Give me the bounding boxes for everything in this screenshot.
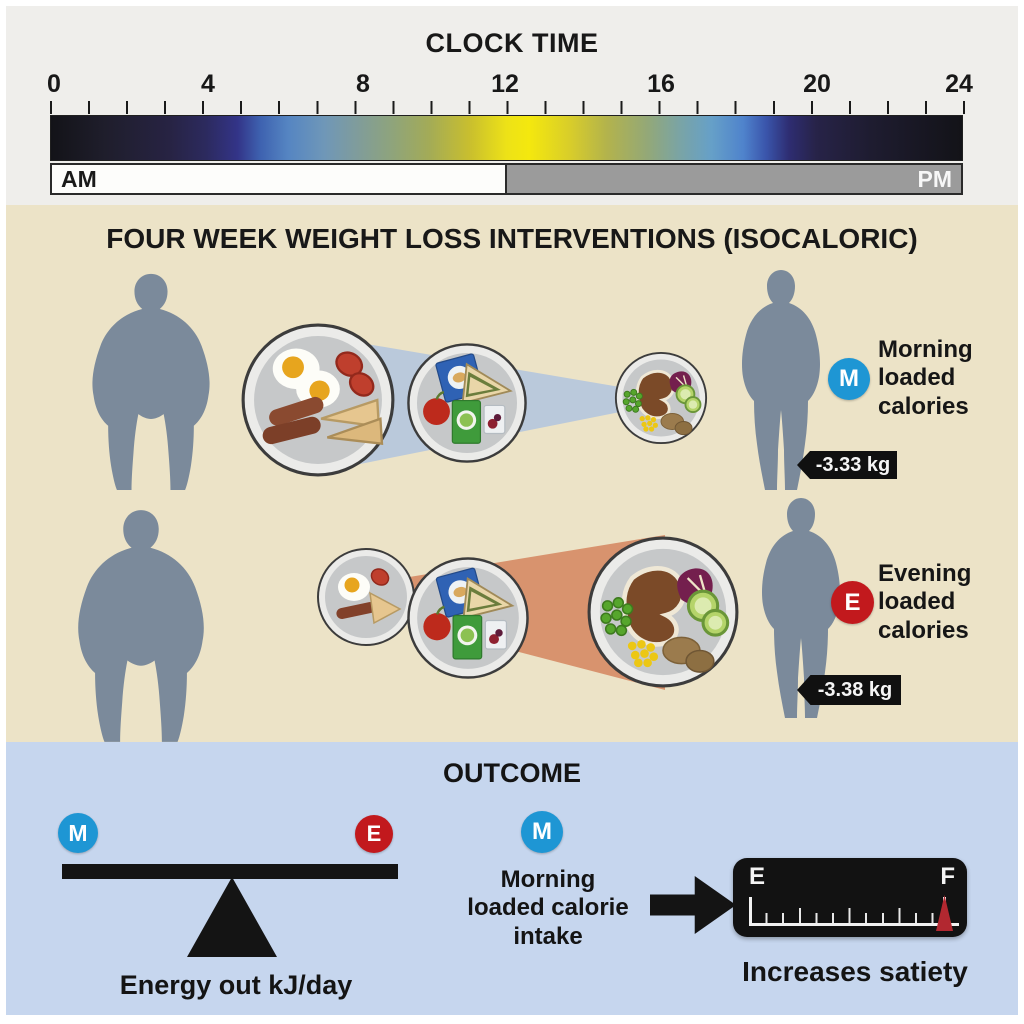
evening-label: Evening loaded calories — [878, 560, 972, 644]
energy-balance-caption: Energy out kJ/day — [119, 970, 353, 1000]
am-pm-bar: AM PM — [50, 163, 963, 195]
satiety-description-line3: intake — [513, 922, 583, 950]
gauge-full-label: F — [940, 863, 955, 890]
evening-badge: E — [831, 581, 874, 624]
axis-label-8: 8 — [356, 70, 370, 98]
meal-sequence-morning — [241, 323, 708, 477]
axis-label-24: 24 — [945, 70, 973, 98]
gauge-ticks-medium — [749, 908, 943, 923]
balance-evening-badge: E — [355, 815, 393, 853]
satiety-description-line1: Morning — [500, 866, 596, 893]
axis-label-12: 12 — [491, 70, 519, 98]
meal-sequence-evening — [317, 535, 760, 690]
am-segment: AM — [52, 165, 507, 193]
outcome-panel: OUTCOME M E Energy out kJ/day M Morning … — [6, 742, 1018, 1015]
satiety-morning-badge: M — [521, 811, 563, 853]
clock-tick-strip — [50, 101, 965, 114]
axis-label-0: 0 — [47, 70, 61, 98]
obese-silhouette-evening — [56, 506, 226, 744]
lunch-plate-morning — [407, 343, 527, 463]
balance-fulcrum — [187, 877, 277, 957]
right-arrow-icon — [650, 876, 736, 934]
balance-morning-letter: M — [68, 819, 88, 846]
axis-label-20: 20 — [803, 70, 831, 98]
outcome-title: OUTCOME — [443, 758, 581, 788]
interventions-panel: FOUR WEEK WEIGHT LOSS INTERVENTIONS (ISO… — [6, 205, 1018, 742]
weight-loss-tag-morning: -3.33 kg — [797, 451, 897, 479]
gauge-baseline — [749, 923, 959, 926]
circadian-gradient-bar — [50, 115, 963, 161]
lunch-plate-evening — [407, 557, 529, 679]
balance-morning-badge: M — [58, 813, 98, 853]
gauge-empty-label: E — [749, 863, 766, 890]
axis-label-4: 4 — [201, 70, 215, 98]
morning-badge-letter: M — [839, 365, 859, 392]
obese-silhouette-morning — [72, 270, 230, 492]
pm-segment: PM — [506, 165, 961, 193]
fuel-gauge: E F — [733, 858, 967, 937]
interventions-title: FOUR WEEK WEIGHT LOSS INTERVENTIONS (ISO… — [106, 223, 918, 254]
gauge-empty-tick — [749, 897, 752, 923]
dinner-plate-small — [614, 351, 708, 445]
axis-label-16: 16 — [647, 70, 675, 98]
evening-badge-letter: E — [844, 588, 861, 616]
satiety-description-line2: loaded calorie — [467, 894, 629, 922]
breakfast-plate-small — [317, 548, 415, 646]
balance-beam — [62, 864, 398, 879]
clock-title: CLOCK TIME — [425, 28, 599, 58]
weight-loss-tag-evening: -3.38 kg — [797, 675, 901, 705]
clock-time-panel: CLOCK TIME 0 4 8 12 16 20 24 AM PM — [6, 6, 1018, 205]
morning-label: Morning loaded calories — [878, 336, 973, 420]
breakfast-plate-large — [241, 323, 395, 477]
morning-badge: M — [828, 358, 870, 400]
satiety-description: Morning loaded calorie intake — [453, 866, 643, 951]
dinner-plate-large — [589, 538, 737, 686]
satiety-caption: Increases satiety — [742, 956, 968, 987]
balance-evening-letter: E — [366, 821, 382, 846]
satiety-morning-letter: M — [532, 818, 552, 845]
